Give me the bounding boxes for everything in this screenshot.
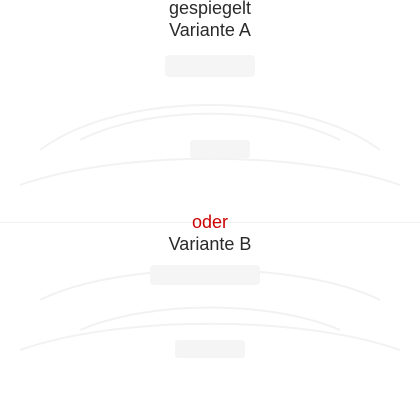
watermark-block-3 [150, 265, 260, 285]
label-variant-b: Variante B [168, 234, 252, 254]
watermark-arc-top [39, 104, 381, 151]
center-divider [0, 222, 420, 223]
label-or: oder [191, 212, 229, 232]
watermark-block-2 [190, 140, 250, 158]
watermark-arc-low [19, 322, 401, 351]
watermark-block-1 [165, 55, 255, 77]
label-variant-a: Variante A [169, 20, 251, 40]
watermark-arc-mid [19, 157, 401, 186]
watermark-block-4 [175, 340, 245, 358]
label-mirrored: gespiegelt [168, 0, 252, 18]
watermark-arc-top-inner [79, 112, 341, 141]
watermark-arc-bottom-inner [79, 306, 341, 331]
